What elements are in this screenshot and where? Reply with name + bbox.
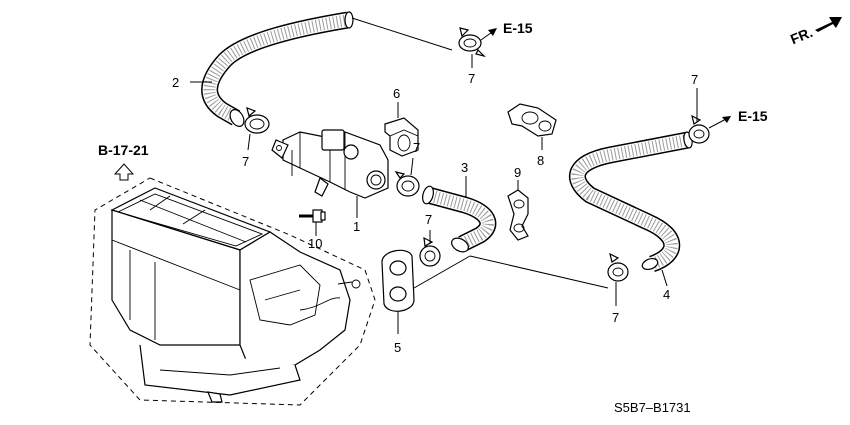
bracket-6 bbox=[384, 117, 419, 157]
clamp-7-right-bottom bbox=[607, 252, 629, 282]
callout-7e: 7 bbox=[691, 72, 698, 87]
e15-right-arrow-icon bbox=[722, 116, 731, 123]
callout-3: 3 bbox=[461, 160, 468, 175]
clamp-7-valve bbox=[394, 171, 420, 197]
leader-4 bbox=[661, 269, 668, 287]
clamp-7-lower bbox=[419, 236, 441, 267]
hose-3 bbox=[422, 185, 497, 253]
ref-b-17-21: B-17-21 bbox=[98, 142, 149, 158]
callout-4: 4 bbox=[663, 287, 670, 302]
clamp-7-left bbox=[244, 107, 270, 134]
leader-7b bbox=[247, 133, 251, 151]
callout-7c: 7 bbox=[413, 140, 420, 155]
callout-7b: 7 bbox=[242, 154, 249, 169]
heater-unit-boundary bbox=[89, 177, 376, 406]
fr-arrow-icon bbox=[815, 17, 842, 32]
ref-e15-top: E-15 bbox=[503, 20, 533, 36]
callout-10: 10 bbox=[308, 236, 322, 251]
callout-8: 8 bbox=[537, 153, 544, 168]
leader-7c bbox=[410, 157, 414, 176]
hose-4 bbox=[569, 131, 693, 273]
fr-label: FR. bbox=[788, 24, 815, 47]
clamp-8 bbox=[507, 103, 557, 137]
leader-hose2-clamp bbox=[351, 17, 453, 51]
callout-5: 5 bbox=[394, 340, 401, 355]
up-arrow-icon bbox=[113, 163, 135, 181]
bolt-10 bbox=[299, 209, 326, 223]
callout-1: 1 bbox=[353, 219, 360, 234]
clamp-7-right-top bbox=[688, 114, 710, 144]
front-direction-indicator: FR. bbox=[788, 17, 842, 47]
e15-top-arrow-icon bbox=[488, 28, 497, 36]
diagram-code: S5B7–B1731 bbox=[614, 400, 691, 415]
clamp-7-top bbox=[458, 27, 486, 58]
callout-6: 6 bbox=[393, 86, 400, 101]
hose-2 bbox=[201, 11, 354, 127]
callout-9: 9 bbox=[514, 165, 521, 180]
water-valve-1 bbox=[271, 129, 389, 199]
heater-unit bbox=[110, 187, 361, 403]
callout-7d: 7 bbox=[425, 212, 432, 227]
callout-7a: 7 bbox=[468, 71, 475, 86]
leader-hose3-clamp bbox=[469, 255, 609, 289]
callout-7f: 7 bbox=[612, 310, 619, 325]
leader-grommet-hose3 bbox=[413, 255, 471, 289]
clamp-9 bbox=[507, 189, 529, 241]
grommet-5 bbox=[381, 249, 415, 312]
callout-2: 2 bbox=[172, 75, 179, 90]
ref-e15-right: E-15 bbox=[738, 108, 768, 124]
